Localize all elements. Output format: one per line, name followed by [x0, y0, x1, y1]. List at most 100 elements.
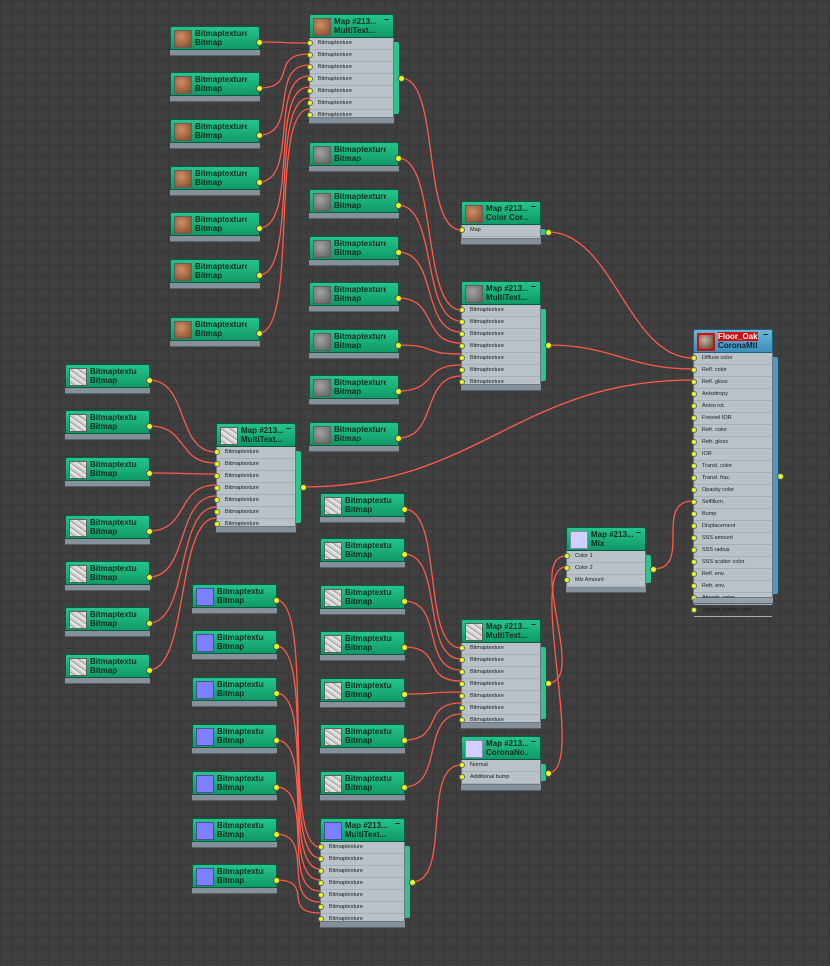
output-port-icon[interactable] — [146, 528, 153, 535]
connection-wire[interactable] — [547, 344, 694, 370]
input-slot[interactable]: Bitmaptexture — [307, 74, 393, 86]
input-port-icon[interactable] — [459, 367, 465, 373]
connection-wire[interactable] — [547, 231, 694, 359]
output-port-icon[interactable] — [545, 229, 552, 236]
input-port-icon[interactable] — [691, 463, 697, 469]
input-slot[interactable]: Bitmaptexture — [318, 890, 404, 902]
collapse-icon[interactable]: – — [285, 423, 291, 433]
node-scrollbar[interactable] — [646, 555, 651, 583]
output-port-icon[interactable] — [401, 737, 408, 744]
input-slot[interactable]: Refl. env. — [691, 569, 772, 581]
output-port-icon[interactable] — [256, 225, 263, 232]
input-port-icon[interactable] — [318, 916, 324, 922]
collapse-icon[interactable]: – — [530, 281, 536, 291]
connection-wire[interactable] — [258, 97, 310, 276]
input-port-icon[interactable] — [307, 100, 313, 106]
connection-wire[interactable] — [397, 375, 462, 439]
connection-wire[interactable] — [397, 344, 462, 355]
connection-wire[interactable] — [148, 379, 217, 453]
input-slot[interactable]: SSS radius — [691, 545, 772, 557]
input-slot[interactable]: Aniso rot. — [691, 401, 772, 413]
input-slot[interactable]: Bitmaptexture — [318, 902, 404, 914]
connection-wire[interactable] — [403, 553, 462, 660]
input-port-icon[interactable] — [214, 485, 220, 491]
connection-wire[interactable] — [411, 764, 462, 883]
output-port-icon[interactable] — [545, 342, 552, 349]
node-scrollbar[interactable] — [405, 846, 410, 918]
connection-wire[interactable] — [275, 692, 321, 870]
input-port-icon[interactable] — [691, 367, 697, 373]
node-header[interactable]: Map #213...Color Cor...– — [461, 201, 541, 225]
input-slot[interactable]: Anisotropy — [691, 389, 772, 401]
input-port-icon[interactable] — [307, 88, 313, 94]
input-slot[interactable]: Refr. env. — [691, 581, 772, 593]
input-slot[interactable]: Map — [459, 225, 540, 237]
output-port-icon[interactable] — [256, 272, 263, 279]
input-slot[interactable]: Bitmaptexture — [214, 447, 295, 459]
collapse-icon[interactable]: – — [762, 329, 768, 339]
input-slot[interactable]: Color 2 — [564, 563, 645, 575]
output-port-icon[interactable] — [273, 737, 280, 744]
connection-wire[interactable] — [403, 713, 462, 788]
output-port-icon[interactable] — [146, 620, 153, 627]
input-port-icon[interactable] — [691, 511, 697, 517]
input-slot[interactable]: Fresnel IOR — [691, 413, 772, 425]
input-port-icon[interactable] — [564, 577, 570, 583]
connection-wire[interactable] — [148, 484, 217, 532]
output-port-icon[interactable] — [650, 566, 657, 573]
input-slot[interactable]: Bitmaptexture — [307, 50, 393, 62]
connection-wire[interactable] — [275, 739, 321, 881]
input-slot[interactable]: Bitmaptexture — [214, 507, 295, 519]
output-port-icon[interactable] — [256, 39, 263, 46]
output-port-icon[interactable] — [401, 691, 408, 698]
output-port-icon[interactable] — [273, 784, 280, 791]
output-port-icon[interactable] — [395, 342, 402, 349]
collapse-icon[interactable]: – — [635, 527, 641, 537]
map-node[interactable]: Map #213...Color Cor...–Map — [459, 201, 552, 245]
input-slot[interactable]: Bitmaptexture — [214, 459, 295, 471]
output-port-icon[interactable] — [398, 75, 405, 82]
input-slot[interactable]: Bitmaptexture — [318, 878, 404, 890]
input-port-icon[interactable] — [691, 475, 697, 481]
connection-wire[interactable] — [275, 645, 321, 859]
input-port-icon[interactable] — [459, 645, 465, 651]
input-slot[interactable]: Bitmaptexture — [459, 329, 540, 341]
input-port-icon[interactable] — [459, 681, 465, 687]
input-slot[interactable]: Bitmaptexture — [214, 483, 295, 495]
input-port-icon[interactable] — [318, 904, 324, 910]
connection-wire[interactable] — [275, 786, 321, 892]
output-port-icon[interactable] — [401, 506, 408, 513]
input-slot[interactable]: SSS amount — [691, 533, 772, 545]
input-slot[interactable]: Bitmaptexture — [318, 866, 404, 878]
